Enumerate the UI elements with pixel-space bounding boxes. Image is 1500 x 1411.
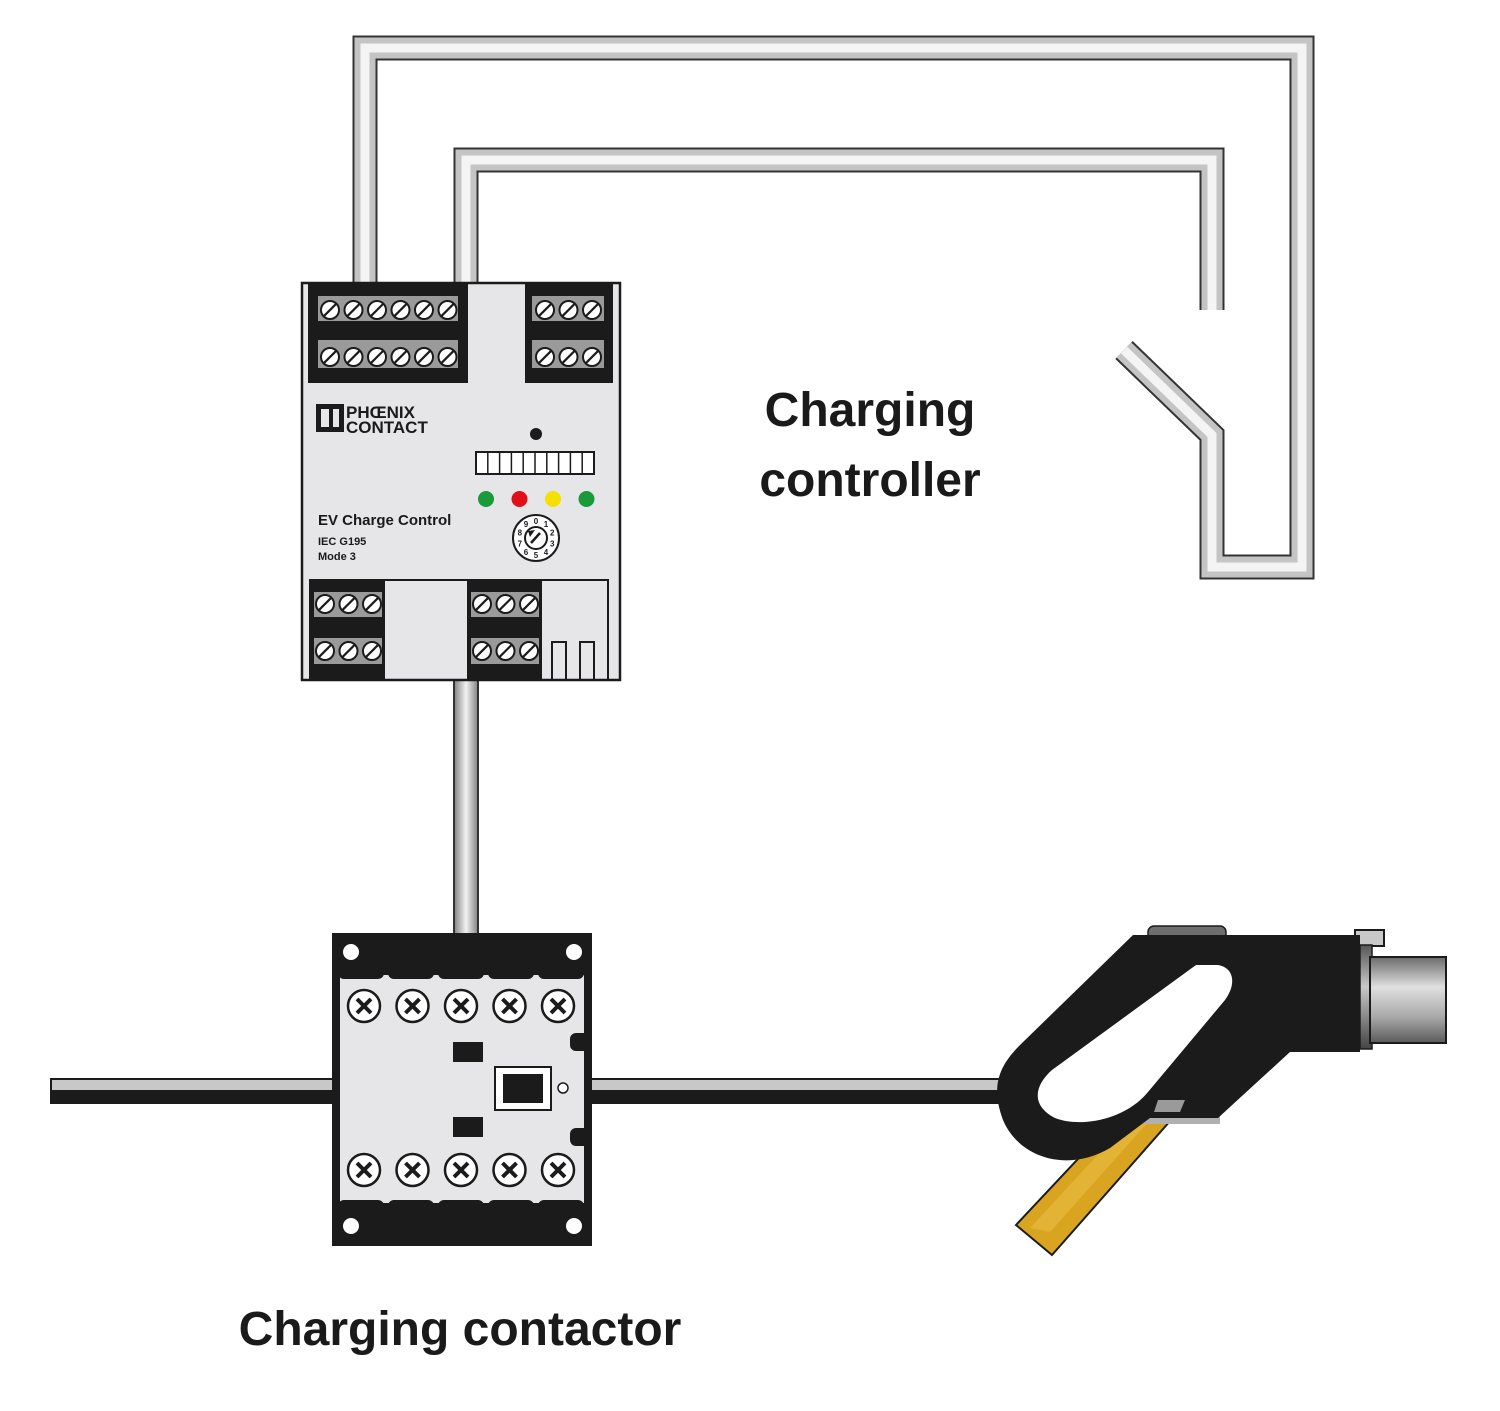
connector-slot (551, 641, 595, 681)
mounting-hole (566, 944, 582, 960)
terminal-screw (362, 594, 382, 614)
mounting-hole (566, 1218, 582, 1234)
status-led (478, 491, 494, 507)
dial-digit: 8 (518, 529, 523, 538)
dip-switch[interactable] (475, 451, 595, 475)
contactor-indicator-dot (557, 1082, 569, 1094)
terminal-screw (338, 641, 359, 661)
plug-head (1369, 956, 1447, 1044)
inner-control-wire (453, 147, 1225, 310)
dial-digit: 1 (544, 520, 549, 529)
terminal-screw (414, 300, 434, 320)
terminal-screw (582, 347, 602, 367)
status-leds (478, 491, 595, 507)
terminal-screw (472, 641, 492, 661)
contactor-screw (346, 1152, 382, 1188)
terminal-screw (343, 347, 364, 367)
contactor-screw (443, 988, 479, 1024)
terminal-screw (315, 641, 335, 661)
terminal-screw (519, 594, 539, 614)
terminal-screw (535, 347, 555, 367)
outer-control-wire (352, 35, 1315, 580)
brand-line1: PHŒNIX (346, 403, 416, 422)
charging-contactor-label: Charging contactor (238, 1303, 682, 1356)
brand-line2: CONTACT (346, 418, 428, 437)
mounting-hole (343, 944, 359, 960)
contactor-screw (492, 988, 527, 1024)
terminal-screw (437, 300, 458, 320)
controller-to-contactor-wire (453, 680, 479, 935)
dial-digit: 0 (534, 517, 539, 526)
terminal-screw (495, 594, 516, 614)
contactor-screw (443, 1152, 479, 1188)
terminal-screw (320, 300, 340, 320)
terminal-screw (558, 347, 579, 367)
contactor-screw (395, 988, 430, 1024)
terminal-screw (437, 347, 458, 367)
contactor-label-plate (453, 1042, 483, 1062)
terminal-screw (320, 347, 340, 367)
charging-contactor-device (332, 933, 592, 1246)
terminal-screw (414, 347, 434, 367)
terminal-screw (582, 300, 602, 320)
terminal-screw (367, 347, 387, 367)
terminal-screw (343, 300, 364, 320)
contactor-terminal-screws (346, 988, 576, 1188)
charging-controller-device: PHŒNIX CONTACT EV Charge Control IEC G19… (300, 281, 622, 682)
contactor-screw (346, 988, 382, 1024)
charging-controller-label-line1: Charging (764, 384, 976, 437)
dial-digit: 5 (534, 551, 539, 560)
status-led (578, 491, 595, 507)
terminal-screw (472, 594, 492, 614)
terminal-screw (535, 300, 555, 320)
indicator-hole (530, 428, 542, 440)
product-mode: Mode 3 (318, 551, 356, 563)
contactor-screw (492, 1152, 527, 1188)
terminal-screw (495, 641, 516, 661)
terminal-screw (519, 641, 539, 661)
dial-digit: 2 (550, 529, 555, 538)
product-standard: IEC G195 (318, 536, 366, 548)
plug-grip-opening (1037, 965, 1233, 1123)
dial-digit: 3 (550, 539, 555, 548)
contactor-screw (540, 1152, 576, 1188)
main-power-line (50, 1078, 1010, 1104)
dial-digit: 9 (524, 520, 529, 529)
charging-controller-label: Charging controller (720, 376, 1020, 516)
terminal-screw (315, 594, 335, 614)
phoenix-contact-logo: PHŒNIX CONTACT (316, 403, 428, 437)
dial-digit: 6 (524, 548, 529, 557)
terminal-block-top-right (525, 283, 613, 383)
dial-digit: 4 (544, 548, 549, 557)
terminal-screw (390, 300, 411, 320)
contactor-label-plate (453, 1117, 483, 1137)
product-name: EV Charge Control (318, 512, 451, 529)
terminal-screw (390, 347, 411, 367)
terminal-screw (367, 300, 387, 320)
terminal-screw (362, 641, 382, 661)
dial-digit: 7 (518, 539, 523, 548)
status-led (511, 491, 528, 507)
terminal-screws (315, 300, 602, 661)
terminal-screw (338, 594, 359, 614)
charging-controller-label-line2: controller (759, 454, 981, 507)
contactor-screw (540, 988, 576, 1024)
charging-plug (997, 925, 1447, 1257)
contactor-screw (395, 1152, 430, 1188)
status-led (545, 491, 561, 507)
mounting-hole (343, 1218, 359, 1234)
terminal-block-top-left (308, 283, 468, 383)
terminal-screw (558, 300, 579, 320)
